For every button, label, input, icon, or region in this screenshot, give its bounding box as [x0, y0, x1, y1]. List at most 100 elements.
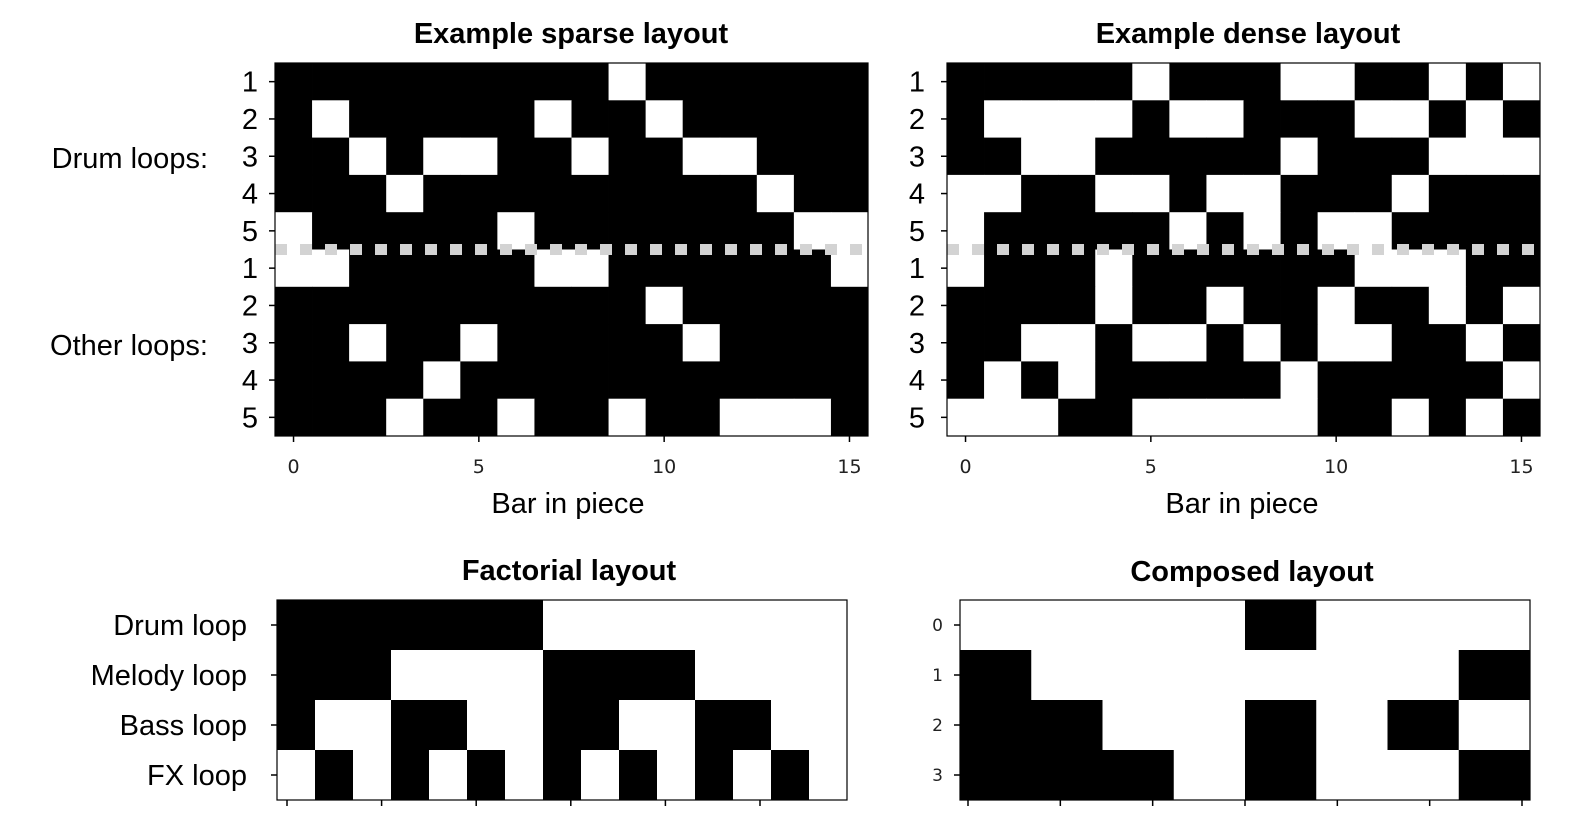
heatmap-cell [1132, 286, 1170, 325]
heatmap-cell [391, 700, 430, 751]
heatmap-cell [1354, 398, 1393, 437]
heatmap-cell [1428, 398, 1467, 437]
heatmap-cell [386, 212, 424, 250]
heatmap-cell [733, 700, 772, 751]
heatmap-cell [608, 398, 647, 437]
heatmap-cell [1206, 249, 1244, 288]
heatmap-cell [1021, 63, 1059, 101]
heatmap-cell [1391, 63, 1430, 101]
heatmap-cell [505, 650, 544, 701]
heatmap-cell [608, 174, 647, 213]
heatmap-cell [1132, 137, 1170, 176]
heatmap-cell [460, 137, 498, 176]
heatmap-cell [1502, 398, 1541, 437]
heatmap-cell [1280, 212, 1319, 250]
heatmap-cell [349, 174, 387, 213]
heatmap-cell [312, 361, 350, 400]
heatmap-cell [756, 212, 795, 250]
heatmap-cell [1095, 212, 1133, 250]
heatmap-cell [1280, 361, 1319, 400]
heatmap-cell [1316, 600, 1388, 651]
heatmap-cell [1031, 600, 1103, 651]
heatmap-cell [581, 650, 620, 701]
heatmap-cell [1391, 286, 1430, 325]
heatmap-cell [386, 324, 424, 362]
heatmap-cell [984, 324, 1022, 362]
heatmap-cell [1245, 650, 1317, 701]
heatmap-cell [1058, 249, 1096, 288]
heatmap-cell [1391, 212, 1430, 250]
heatmap-cell [771, 600, 810, 651]
other-loops-group-label: Other loops: [50, 330, 208, 362]
heatmap-cell [1243, 137, 1281, 176]
heatmap-cell [719, 137, 758, 176]
heatmap-cell [1102, 600, 1175, 651]
heatmap-cell [984, 63, 1022, 101]
heatmap-cell [1021, 174, 1059, 213]
y-tick-label: 3 [909, 141, 925, 173]
heatmap-cell [608, 361, 647, 400]
heatmap-cell [275, 137, 313, 176]
heatmap-cell [1102, 650, 1175, 701]
heatmap-cell [1465, 398, 1504, 437]
heatmap-cell [1021, 212, 1059, 250]
x-tick-label: 15 [1509, 456, 1533, 478]
factorial-title: Factorial layout [462, 555, 677, 587]
heatmap-cell [460, 249, 498, 288]
y-tick-label: 2 [242, 290, 258, 322]
heatmap-cell [1021, 398, 1059, 437]
heatmap-cell [947, 137, 985, 176]
y-tick-label: 5 [909, 402, 925, 434]
heatmap-cell [1317, 286, 1356, 325]
plot-frame [274, 62, 869, 437]
plot-frame [946, 62, 1541, 437]
heatmap-cell [1428, 212, 1467, 250]
plot-frame [959, 599, 1531, 801]
heatmap-cell [960, 700, 1032, 751]
heatmap-cell [1058, 398, 1096, 437]
heatmap-cell [571, 249, 609, 288]
heatmap-cell [756, 286, 795, 325]
heatmap-cell [960, 750, 1032, 801]
heatmap-cell [947, 398, 985, 437]
heatmap-cell [830, 361, 869, 400]
heatmap-cell [682, 324, 721, 362]
heatmap-cell [830, 324, 869, 362]
heatmap-cell [1132, 212, 1170, 250]
heatmap-cell [719, 212, 758, 250]
heatmap-cell [1317, 137, 1356, 176]
heatmap-cell [581, 600, 620, 651]
heatmap-cell [1132, 63, 1170, 101]
heatmap-cell [960, 650, 1032, 701]
heatmap-cell [1206, 324, 1244, 362]
heatmap-cell [1354, 286, 1393, 325]
heatmap-cell [1280, 100, 1319, 138]
heatmap-cell [756, 174, 795, 213]
heatmap-cell [793, 361, 832, 400]
heatmap-cell [391, 600, 430, 651]
heatmap-cell [1391, 137, 1430, 176]
heatmap-cell [277, 600, 316, 651]
heatmap-cell [497, 212, 535, 250]
heatmap-cell [312, 137, 350, 176]
heatmap-cell [947, 249, 985, 288]
heatmap-cell [423, 361, 461, 400]
heatmap-cell [1173, 650, 1246, 701]
heatmap-cell [1245, 700, 1317, 751]
heatmap-cell [657, 600, 696, 651]
heatmap-cell [619, 750, 658, 801]
heatmap-cell [608, 249, 647, 288]
heatmap-cell [1354, 137, 1393, 176]
y-tick-label: 1 [909, 253, 925, 285]
heatmap-cell [1206, 100, 1244, 138]
heatmap-cell [1280, 286, 1319, 325]
heatmap-cell [423, 100, 461, 138]
heatmap-cell [1021, 324, 1059, 362]
heatmap-cell [1280, 174, 1319, 213]
heatmap-cell [1058, 212, 1096, 250]
heatmap-cell [682, 100, 721, 138]
heatmap-cell [315, 650, 354, 701]
heatmap-cell [1280, 249, 1319, 288]
heatmap-cell [608, 286, 647, 325]
